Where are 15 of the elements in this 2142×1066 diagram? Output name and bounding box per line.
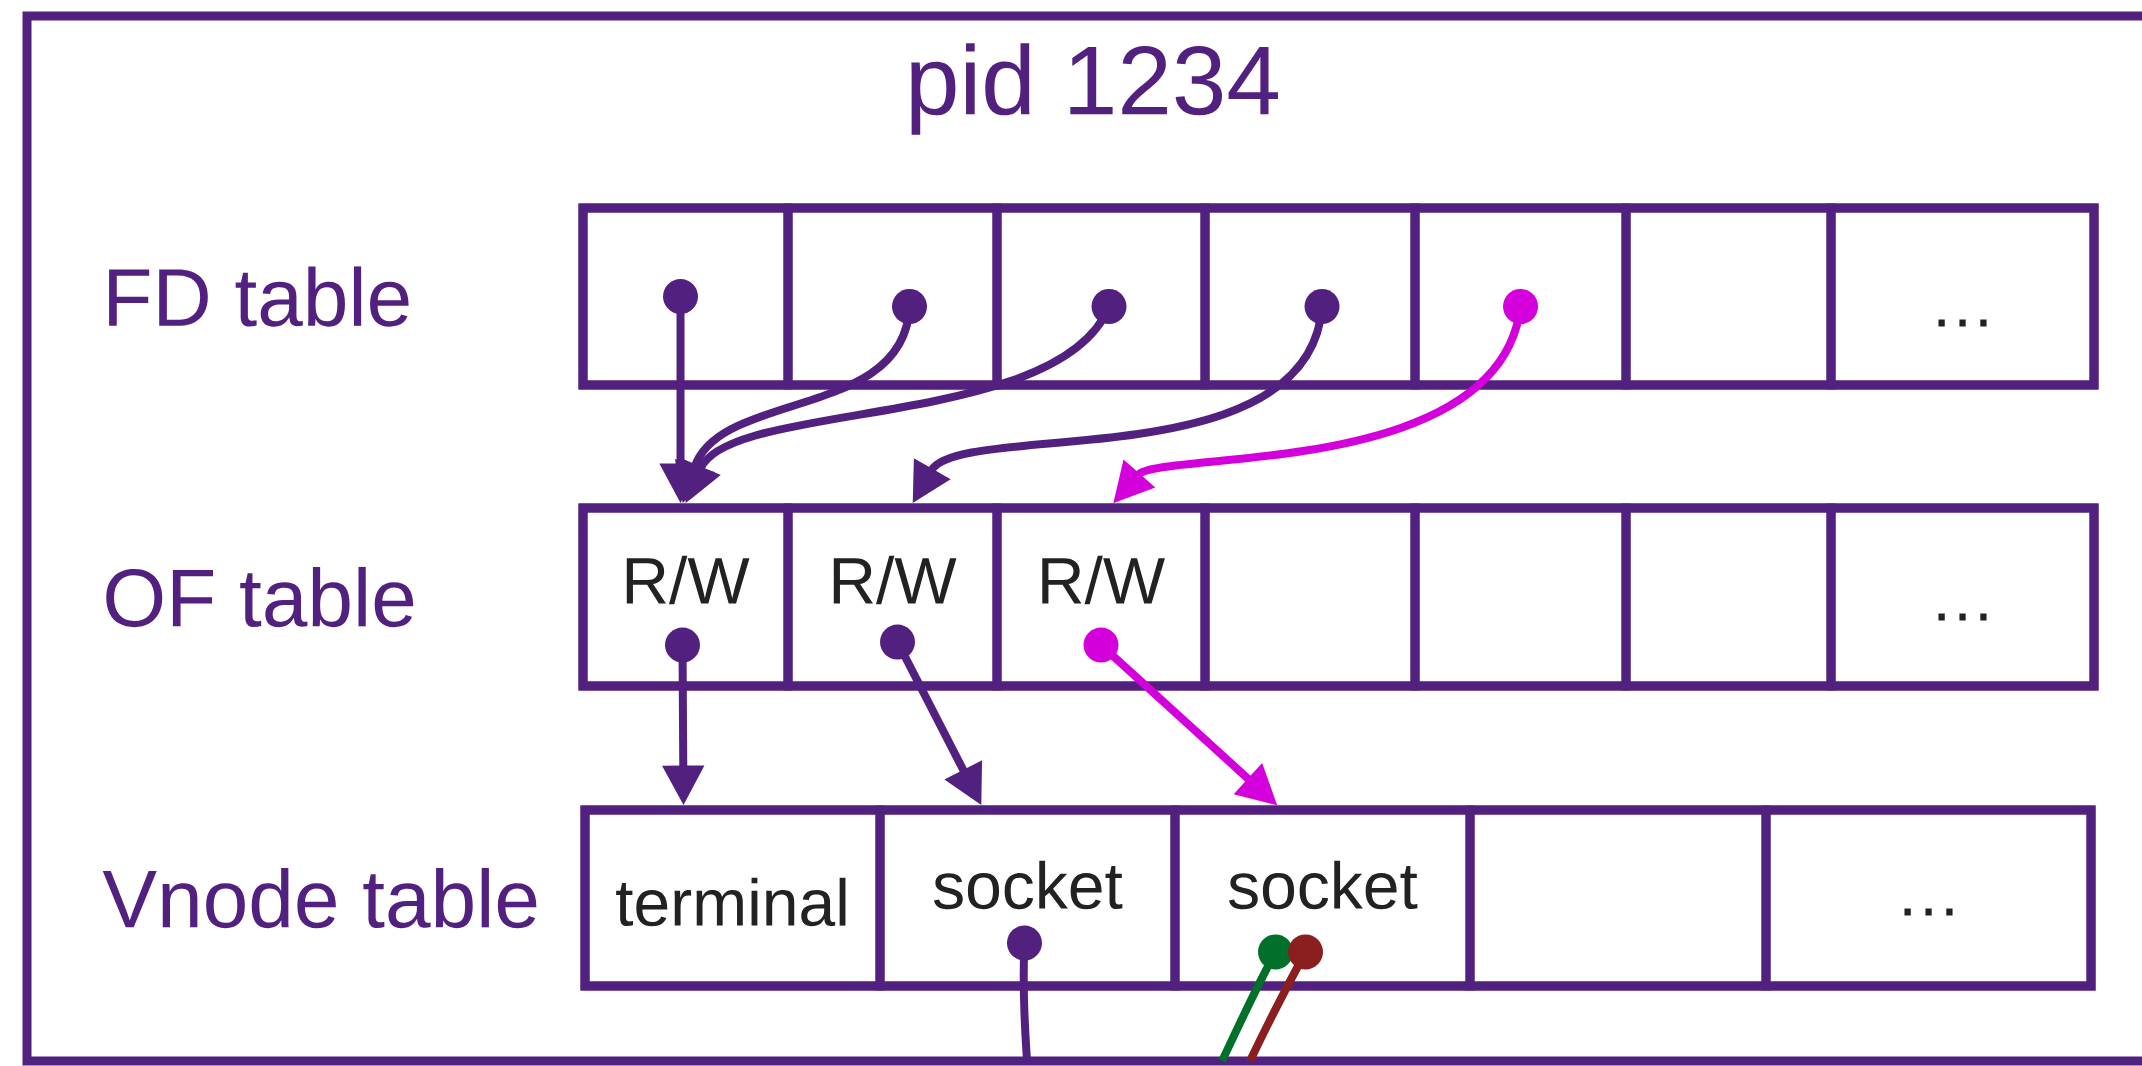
- pointer-line: [1246, 934, 1323, 1063]
- table-cell: …: [1826, 203, 2099, 390]
- table-cell: R/W: [578, 503, 793, 691]
- pointer-line: [1218, 934, 1293, 1063]
- pointer-line: [1007, 925, 1042, 1062]
- table-cell: …: [1826, 503, 2099, 691]
- table-cell: socket: [875, 805, 1180, 991]
- table-cell: terminal: [580, 805, 885, 991]
- table-cell: …: [1761, 805, 2096, 991]
- table-cell: socket: [1170, 805, 1475, 991]
- row-label: FD table: [109, 266, 409, 327]
- table-cell: R/W: [992, 503, 1210, 691]
- table-cell: R/W: [783, 503, 1002, 691]
- row-label: Vnode table: [102, 867, 537, 929]
- row-label: OF table: [106, 566, 414, 628]
